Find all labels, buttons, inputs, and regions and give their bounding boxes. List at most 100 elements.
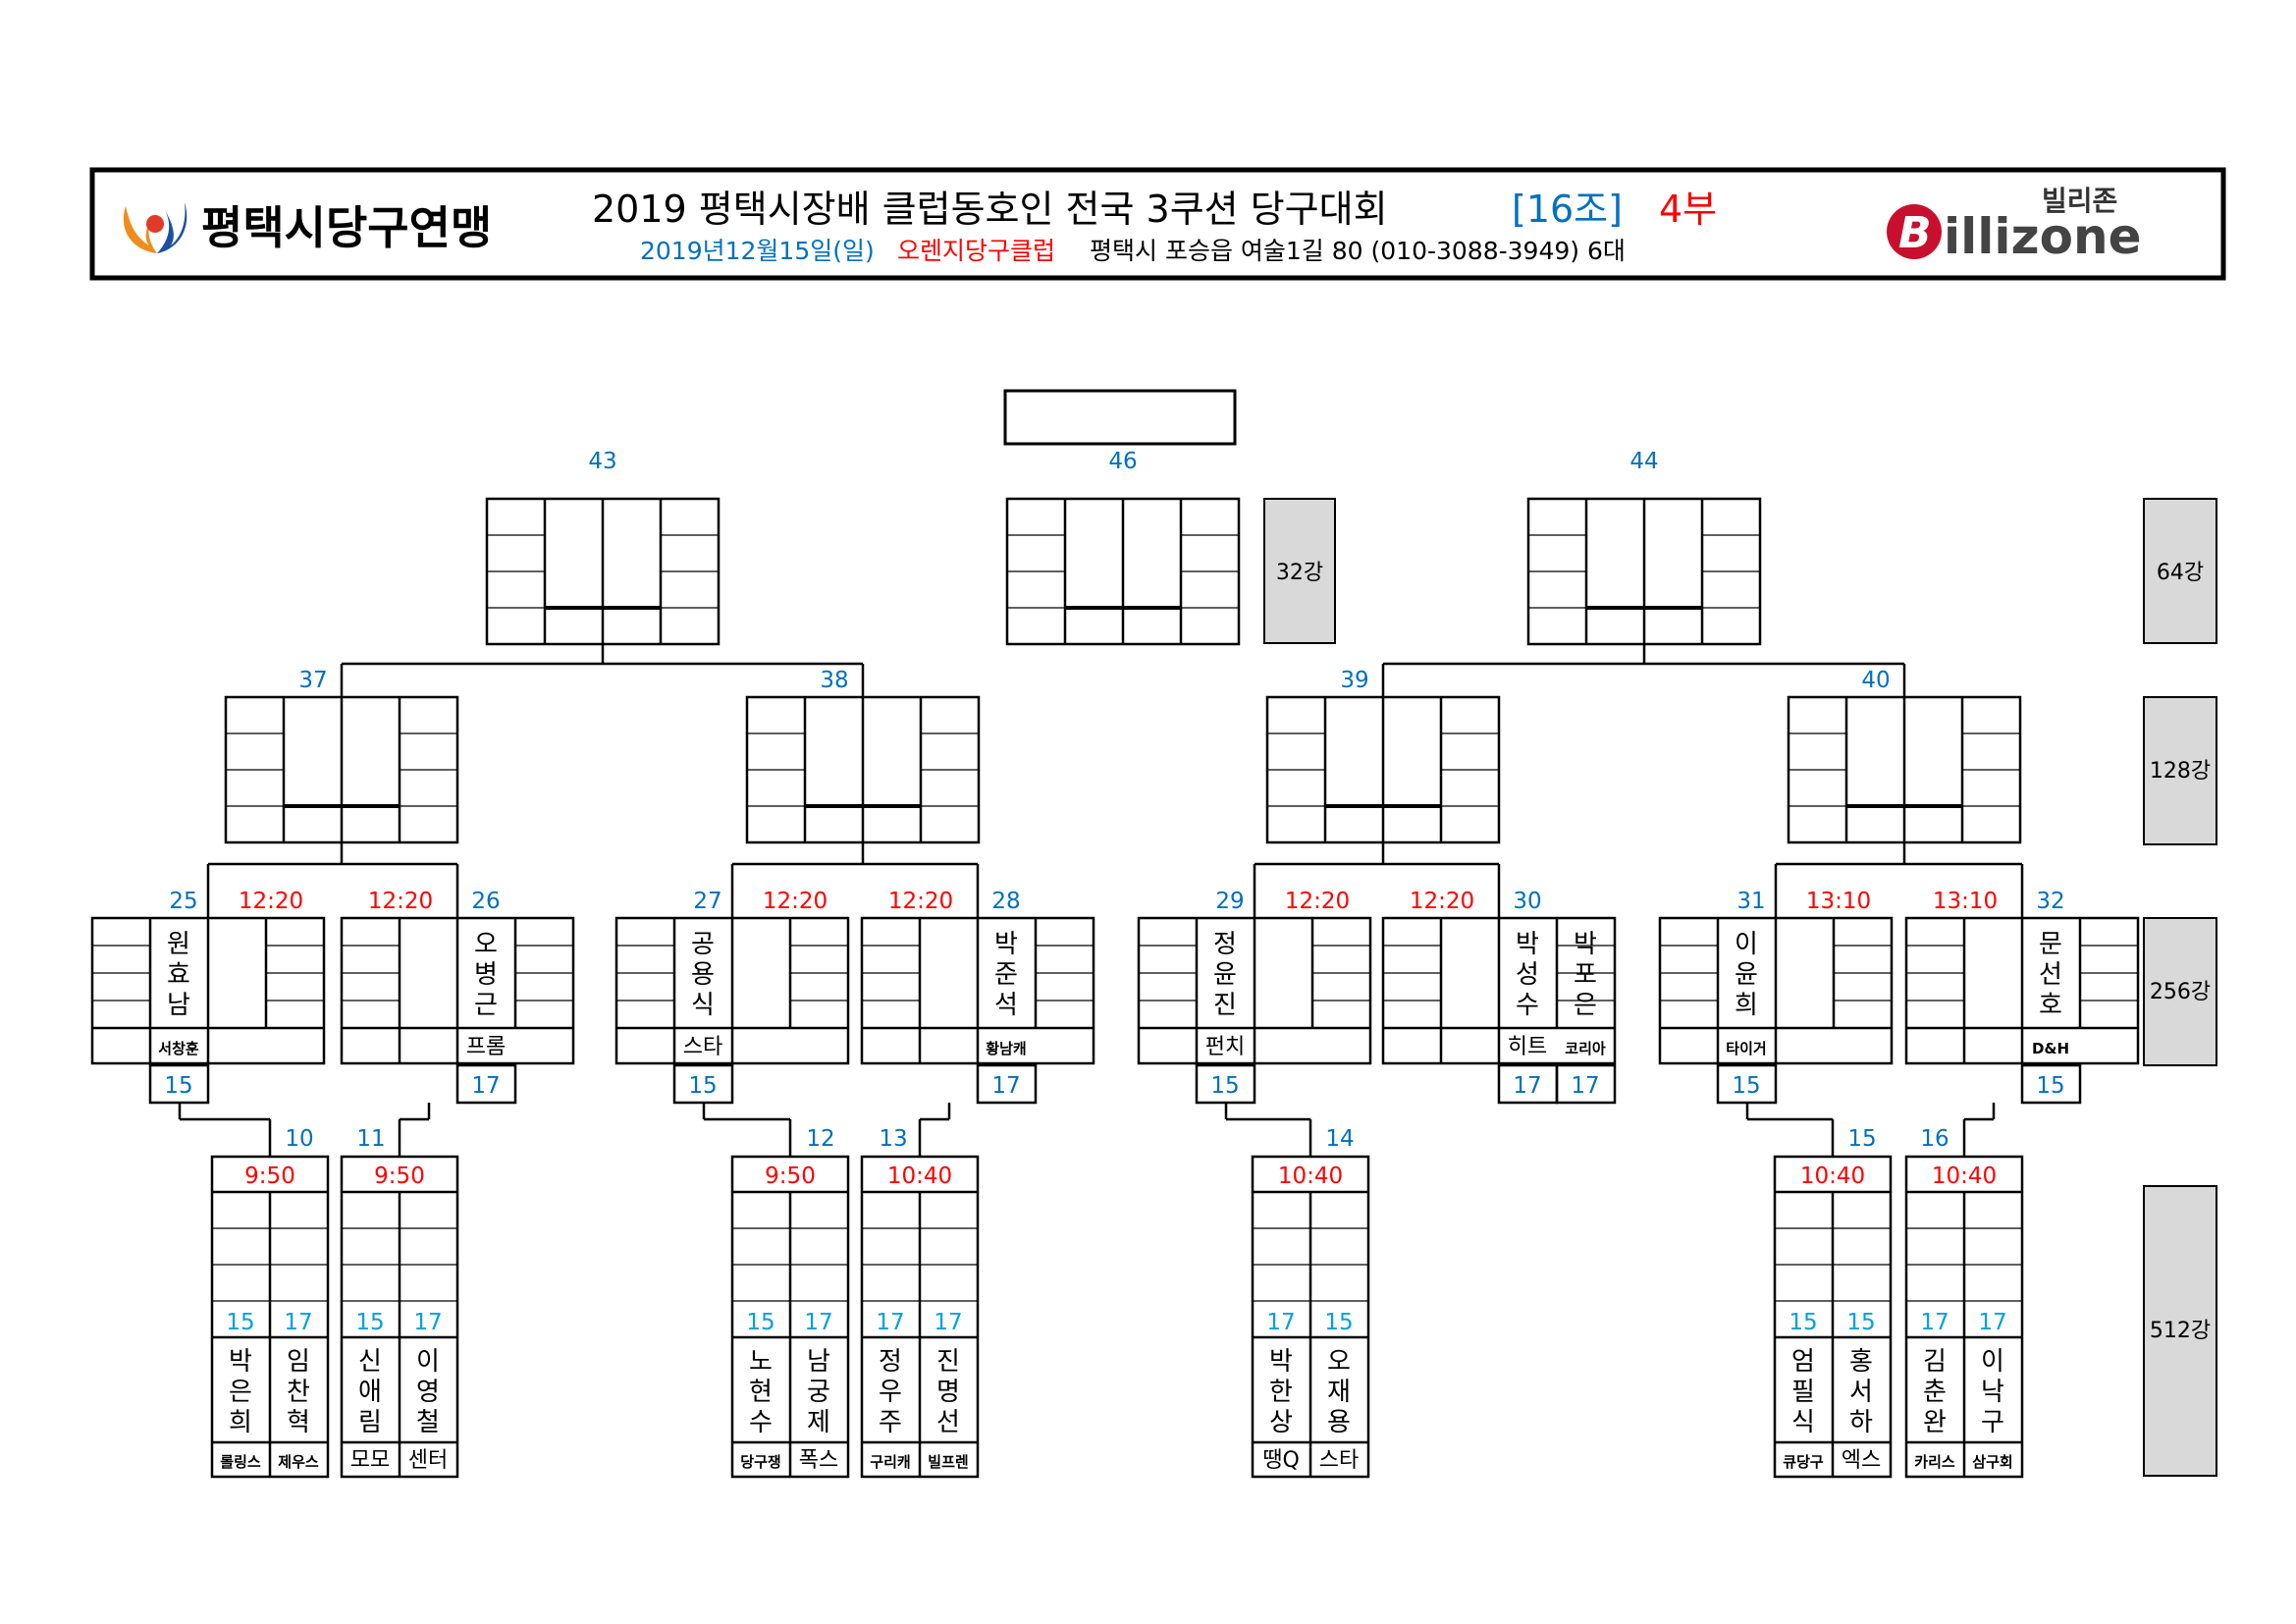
match-time: 12:20 (368, 889, 433, 914)
player-name-char: 식 (1791, 1408, 1815, 1437)
handicap-box: 15 (1195, 1063, 1256, 1105)
handicap-frame (148, 1063, 210, 1105)
player-name-char: 명 (936, 1378, 960, 1407)
sponsor-b-badge-icon (1887, 204, 1942, 259)
player-club: 타이거 (1726, 1040, 1766, 1057)
player-handicap: 17 (804, 1310, 832, 1335)
player-name-char: 희 (229, 1408, 252, 1437)
event-venue: 오렌지당구클럽 (897, 237, 1055, 265)
player-handicap: 17 (1978, 1310, 2006, 1335)
player-name-char: 완 (1923, 1408, 1947, 1437)
player-handicap: 15 (688, 1073, 717, 1099)
round-label-64 (2143, 498, 2217, 644)
player-name-char: 찬 (287, 1378, 310, 1407)
round-label-32 (1263, 498, 1336, 644)
match-time: 10:40 (1932, 1164, 1997, 1189)
player-name-char: 김 (1923, 1347, 1947, 1377)
player-name-char: 혁 (287, 1408, 310, 1437)
player-name-char: 희 (1735, 991, 1758, 1020)
title-main: 2019 평택시장배 클럽동호인 전국 3쿠션 당구대회 (592, 188, 1388, 231)
player-name-char: 현 (749, 1378, 773, 1407)
player-name-char: 수 (749, 1408, 773, 1437)
match-number: 10 (285, 1126, 313, 1152)
player-club: 엑스 (1842, 1448, 1881, 1473)
player-handicap: 17 (1920, 1310, 1949, 1335)
handicap-box: 17 (976, 1063, 1038, 1105)
handicap-box: 17 (1497, 1063, 1559, 1105)
player-name-char: 윤 (1213, 960, 1237, 990)
player-name-char: 오 (474, 930, 498, 959)
player-handicap: 15 (1789, 1310, 1817, 1335)
match-number: 31 (1736, 889, 1765, 914)
match-time: 10:40 (887, 1164, 952, 1189)
handicap-frame (672, 1063, 734, 1105)
player-handicap: 15 (1324, 1310, 1353, 1335)
player-club: 땡Q (1262, 1448, 1300, 1473)
player-handicap: 15 (746, 1310, 774, 1335)
r128-match-block (745, 695, 981, 844)
match-time: 13:10 (1933, 889, 1998, 914)
round-label-256 (2143, 917, 2217, 1066)
player-name-char: 근 (474, 991, 498, 1020)
title-division: 4부 (1659, 188, 1717, 231)
player-name-char: 임 (287, 1347, 310, 1377)
match-number: 26 (471, 889, 500, 914)
player-handicap: 15 (226, 1310, 254, 1335)
player-handicap: 15 (355, 1310, 384, 1335)
match-time: 9:50 (374, 1164, 425, 1189)
r64-match-block (1005, 497, 1241, 646)
player-name-char: 낙 (1981, 1378, 2004, 1407)
player-name-char: 용 (1327, 1408, 1351, 1437)
player-name-char: 남 (807, 1347, 830, 1377)
header-frame (89, 167, 2226, 281)
player-name-char: 한 (1269, 1378, 1293, 1407)
player-name-char: 신 (358, 1347, 382, 1377)
player-name-char: 박 (994, 930, 1018, 959)
match-number: 43 (588, 449, 616, 474)
match-number: 16 (1920, 1126, 1949, 1152)
player-name-char: 영 (416, 1378, 440, 1407)
player-name-char: 원 (167, 930, 190, 959)
player-name-char: 홍 (1849, 1347, 1873, 1377)
player-club: 스타 (1319, 1448, 1359, 1473)
player-name-char: 재 (1327, 1378, 1351, 1407)
player-name-char: 주 (879, 1408, 902, 1437)
player-name-char: 호 (2039, 991, 2062, 1020)
match-number: 11 (356, 1126, 385, 1152)
player-name-char: 서 (1849, 1378, 1873, 1407)
handicap-frame (1195, 1063, 1256, 1105)
match-time: 12:20 (239, 889, 303, 914)
player-club: 펀치 (1205, 1035, 1245, 1059)
player-name-char: 선 (2039, 960, 2062, 990)
player-handicap: 17 (991, 1073, 1020, 1099)
player-handicap: 17 (471, 1073, 500, 1099)
player-name-char: 문 (2039, 930, 2062, 959)
player-club: 카리스 (1914, 1453, 1955, 1471)
player-name-char: 수 (1516, 991, 1539, 1020)
player-club: 모모 (350, 1448, 390, 1473)
r128-match-block (224, 695, 459, 844)
player-handicap: 17 (1513, 1073, 1541, 1099)
